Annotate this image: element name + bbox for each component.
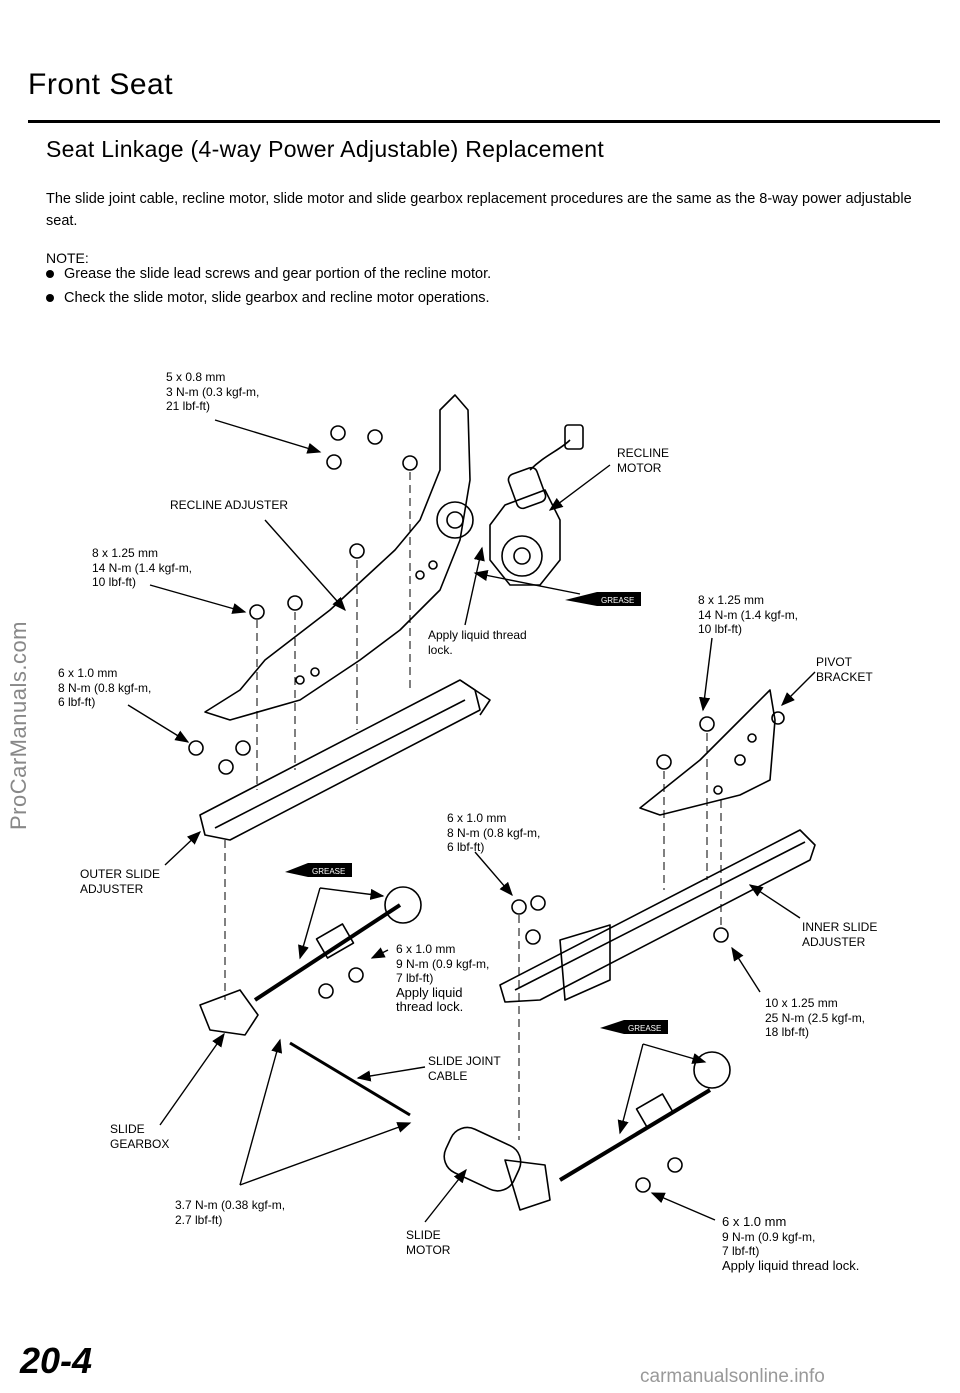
callout-torque-37: 3.7 N-m (0.38 kgf-m, 2.7 lbf-ft)	[175, 1198, 286, 1227]
slide-gearbox-part	[199, 989, 259, 1036]
slide-joint-cable-part	[289, 1041, 411, 1117]
callout-bolt-10x125: 10 x 1.25 mm 25 N-m (2.5 kgf-m, 18 lbf-f…	[765, 996, 866, 1039]
pivot-bracket-part	[639, 689, 776, 816]
grease-label: GREASE	[601, 596, 634, 605]
callout-apply-thread-lock: Apply liquid thread lock.	[428, 628, 527, 657]
grease-label: GREASE	[312, 867, 345, 876]
note-item-text: Check the slide motor, slide gearbox and…	[64, 290, 490, 306]
grease-label: GREASE	[628, 1024, 661, 1033]
grease-tube-icon	[600, 1020, 668, 1034]
watermark-bottom: carmanualsonline.info	[640, 1366, 825, 1387]
bolts	[188, 425, 785, 1193]
bullet-icon	[46, 270, 54, 279]
callout-recline-motor: RECLINE MOTOR	[617, 446, 670, 475]
page-number: 20-4	[20, 1340, 93, 1381]
note-item-text: Grease the slide lead screws and gear po…	[64, 266, 492, 282]
title-rule	[28, 120, 940, 123]
callout-bolt-8x125-right: 8 x 1.25 mm 14 N-m (1.4 kgf-m, 10 lbf-ft…	[698, 593, 799, 636]
callout-outer-slide-adjuster: OUTER SLIDE ADJUSTER	[80, 867, 161, 896]
callout-bolt-8x125-left: 8 x 1.25 mm 14 N-m (1.4 kgf-m, 10 lbf-ft…	[92, 546, 193, 589]
grease-tube-icon	[565, 592, 641, 606]
callout-slide-motor: SLIDE MOTOR	[406, 1228, 451, 1257]
recline-motor-part	[489, 489, 561, 586]
lead-screw-part	[253, 903, 402, 1002]
recline-adjuster-part	[204, 394, 471, 721]
callout-bolt-6x10-9nm-right: 6 x 1.0 mm 9 N-m (0.9 kgf-m, 7 lbf-ft) A…	[722, 1214, 860, 1273]
callout-bolt-5x08: 5 x 0.8 mm 3 N-m (0.3 kgf-m, 21 lbf-ft)	[166, 370, 260, 413]
note-item: Grease the slide lead screws and gear po…	[46, 266, 491, 282]
outer-slide-adjuster-part	[199, 679, 481, 841]
callout-pivot-bracket: PIVOT BRACKET	[816, 655, 873, 684]
callout-inner-slide-adjuster: INNER SLIDE ADJUSTER	[802, 920, 878, 949]
slide-motor-part	[443, 1126, 522, 1192]
procedure-title: Seat Linkage (4-way Power Adjustable) Re…	[46, 136, 605, 162]
note-item: Check the slide motor, slide gearbox and…	[46, 290, 490, 306]
callout-bolt-6x10-center: 6 x 1.0 mm 8 N-m (0.8 kgf-m, 6 lbf-ft)	[447, 811, 541, 854]
callout-slide-gearbox: SLIDE GEARBOX	[110, 1122, 170, 1151]
intro-paragraph: The slide joint cable, recline motor, sl…	[46, 191, 912, 229]
grease-tube-icon	[285, 863, 352, 877]
callout-bolt-6x10-9nm-center: 6 x 1.0 mm 9 N-m (0.9 kgf-m, 7 lbf-ft) A…	[396, 942, 490, 1014]
section-title: Front Seat	[28, 68, 174, 101]
callout-recline-adjuster: RECLINE ADJUSTER	[170, 498, 289, 512]
callout-bolt-6x10-left: 6 x 1.0 mm 8 N-m (0.8 kgf-m, 6 lbf-ft)	[58, 666, 152, 709]
callout-slide-joint-cable: SLIDE JOINT CABLE	[428, 1054, 501, 1083]
note-label: NOTE:	[46, 250, 89, 266]
watermark-side: ProCarManuals.com	[6, 620, 31, 830]
inner-slide-adjuster-part	[499, 829, 816, 1003]
bullet-icon	[46, 294, 54, 303]
